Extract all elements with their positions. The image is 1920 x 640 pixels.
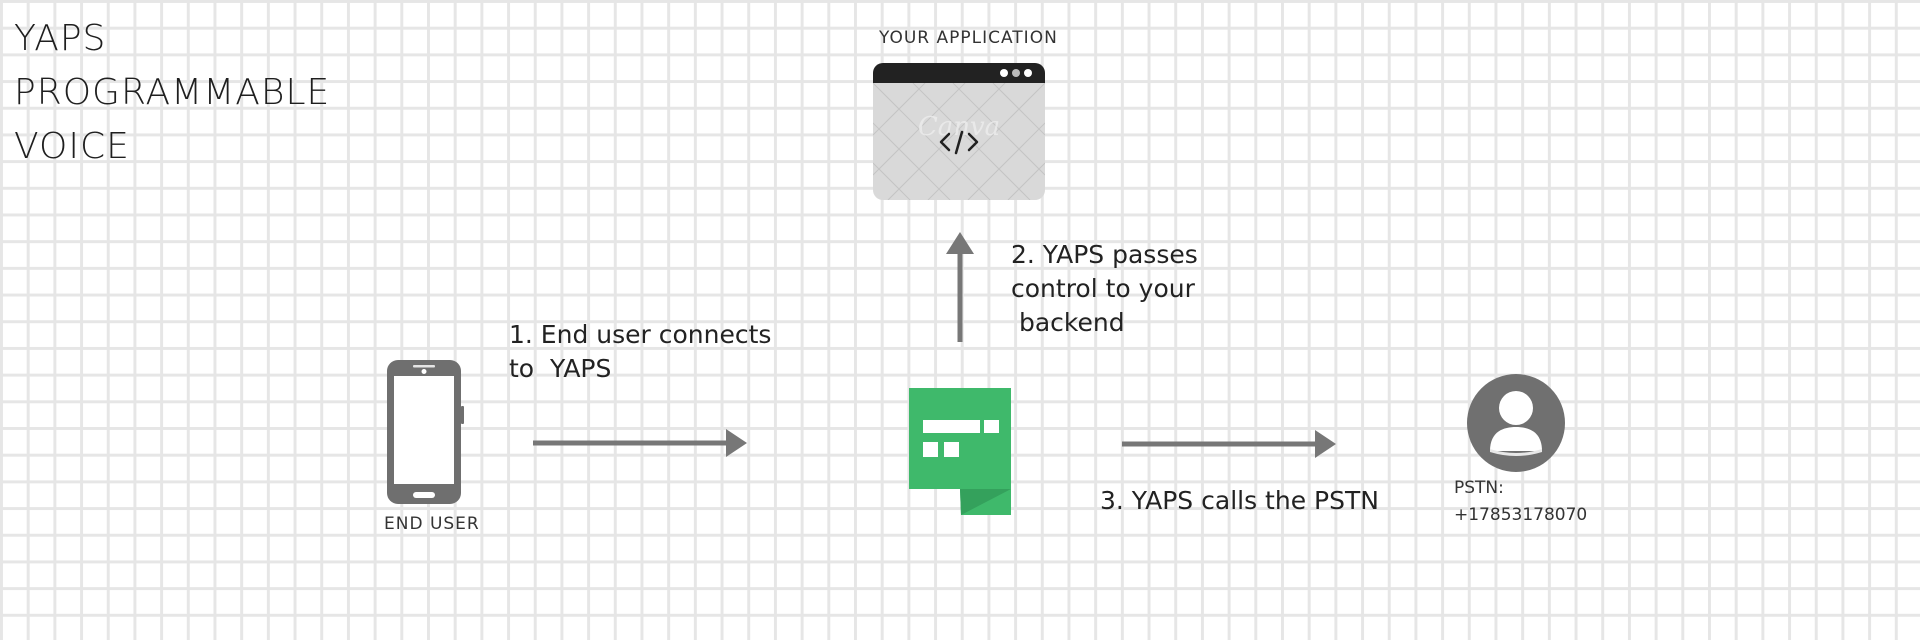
step-1-text: 1. End user connects to YAPS xyxy=(509,318,771,386)
title-line-1: YAPS PROGRAMMABLE xyxy=(14,18,331,113)
step-3-text: 3. YAPS calls the PSTN xyxy=(1100,484,1379,518)
watermark-text: Canva xyxy=(918,112,1000,142)
step-2-line-2: control to your xyxy=(1011,274,1195,303)
step-2-text: 2. YAPS passes control to your backend xyxy=(1011,238,1198,340)
step-1-line-1: 1. End user connects xyxy=(509,320,772,349)
application-label: YOUR APPLICATION xyxy=(879,28,1058,48)
chat-bubble-icon xyxy=(909,388,1011,515)
step-2-line-1: 2. YAPS passes xyxy=(1011,240,1198,269)
arrow-right-to-yaps xyxy=(533,429,747,457)
pstn-label-line-1: PSTN: xyxy=(1454,478,1504,498)
diagram-title: YAPS PROGRAMMABLE VOICE xyxy=(14,12,434,174)
step-1-line-2: to YAPS xyxy=(509,354,612,383)
pstn-label: PSTN: +17853178070 xyxy=(1454,475,1587,529)
step-2-line-3: backend xyxy=(1011,308,1125,337)
title-line-2: VOICE xyxy=(14,126,130,167)
smartphone-icon xyxy=(387,360,464,504)
code-window-icon: Canva xyxy=(873,63,1045,200)
step-3-line-1: 3. YAPS calls the PSTN xyxy=(1100,486,1379,515)
user-avatar-icon xyxy=(1467,374,1565,472)
arrow-up-to-application xyxy=(946,232,974,342)
pstn-phone-number: +17853178070 xyxy=(1454,505,1588,525)
arrow-right-to-pstn xyxy=(1122,430,1336,458)
end-user-label: END USER xyxy=(384,514,480,534)
